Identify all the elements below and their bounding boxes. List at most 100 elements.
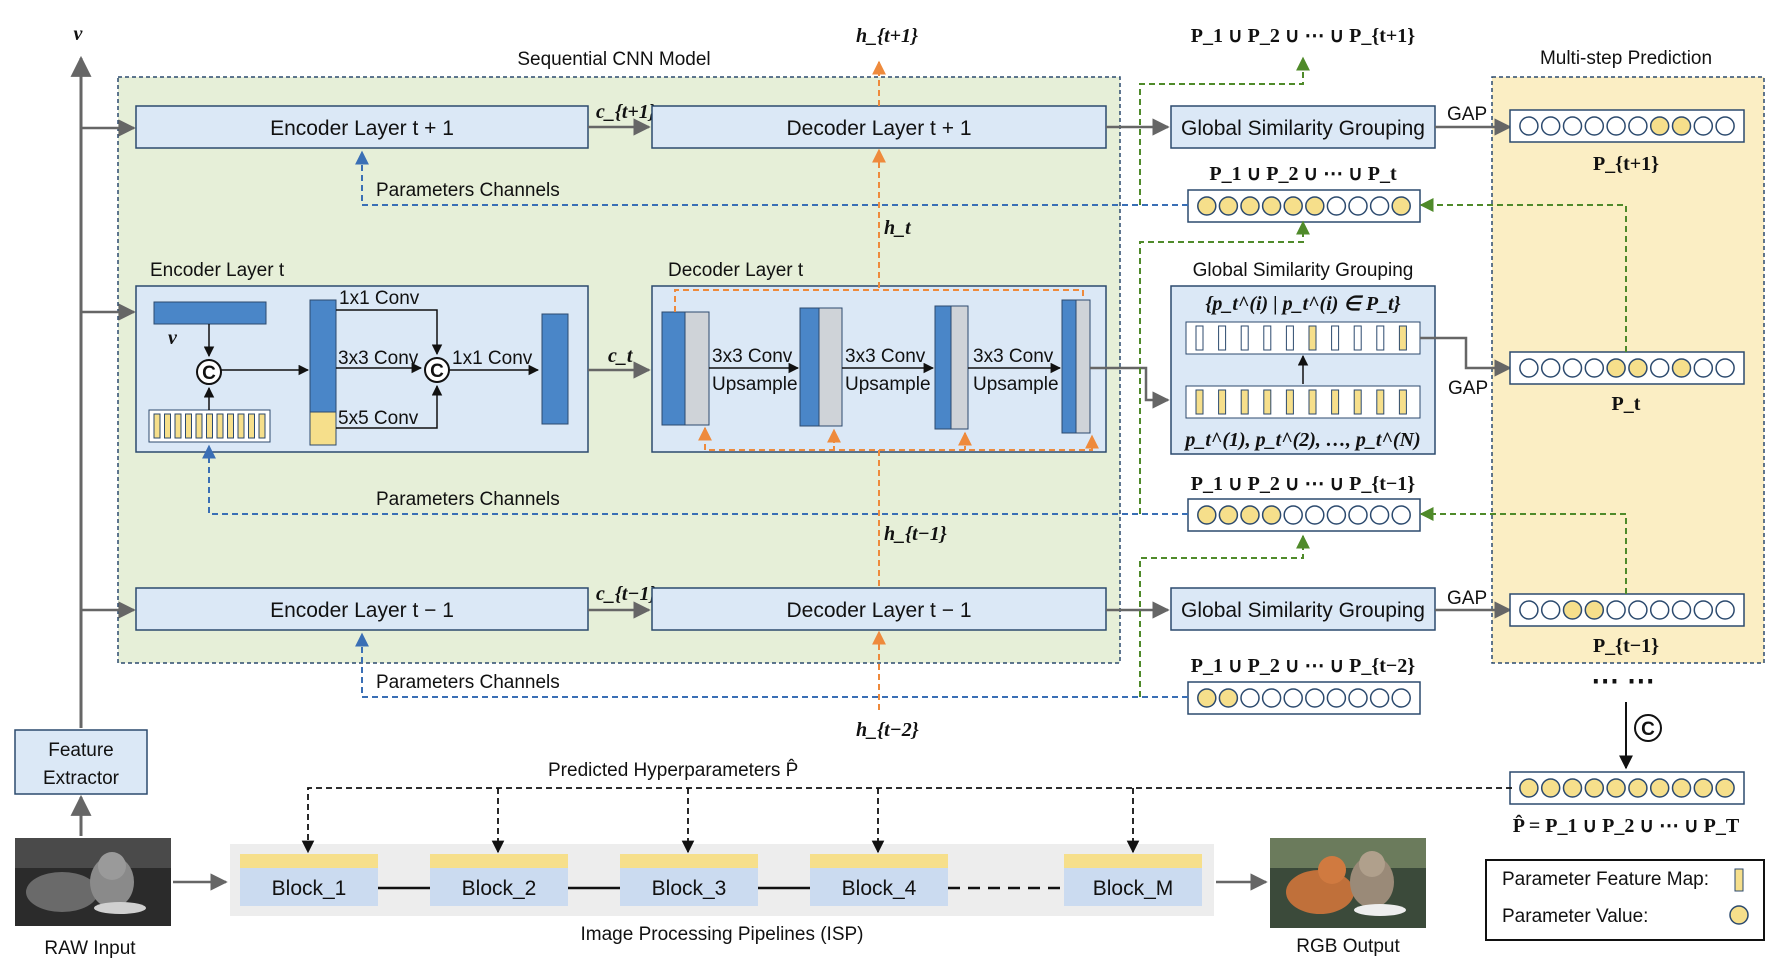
gsg-top (1170, 105, 1436, 149)
predicted-hyperparams: Predicted Hyperparameters P̂ (548, 759, 798, 781)
svg-text:P_1 ∪ P_2 ∪ ⋯ ∪ P_{t−2}: P_1 ∪ P_2 ∪ ⋯ ∪ P_{t−2} (1191, 655, 1416, 677)
param-value-dot (1519, 116, 1539, 136)
param-value-dot (1369, 505, 1390, 525)
param-value-dot (1649, 600, 1670, 620)
param-strip (1398, 389, 1407, 415)
param-value-dot (1693, 600, 1714, 620)
rgb-output-label: RGB Output (1296, 936, 1400, 957)
param-value-dot (1540, 778, 1561, 798)
continuation-dots: ⋯ ⋯ (1591, 665, 1655, 696)
param-strip (237, 413, 245, 439)
param-value-dot (1562, 600, 1583, 620)
param-value-dot (1606, 778, 1626, 798)
gap-label-2: GAP (1448, 378, 1488, 399)
param-value-dot (1584, 116, 1605, 136)
svg-text:Encoder Layer t + 1: Encoder Layer t + 1 (270, 117, 454, 140)
param-strip (1308, 389, 1317, 415)
param-value-dot (1584, 600, 1605, 620)
c-t1-label: c_{t+1} (596, 101, 656, 123)
concat-icon-3 (1634, 714, 1662, 742)
param-strip (1285, 389, 1294, 415)
svg-text:Global Similarity Grouping: Global Similarity Grouping (1181, 599, 1425, 622)
raw-input-image (15, 838, 171, 926)
param-value-dot (1261, 196, 1282, 216)
param-strip (1398, 325, 1407, 351)
p-tm1-row (1509, 593, 1745, 627)
svg-text:Upsample: Upsample (973, 374, 1059, 395)
hidden-state-flow (674, 60, 1099, 710)
param-value-dot (1540, 600, 1561, 620)
v-feature-bar (153, 301, 267, 325)
param-value-dot (1197, 196, 1217, 216)
encoder-layer-tm1 (135, 587, 589, 631)
svg-text:Parameter Feature Map:: Parameter Feature Map: (1502, 869, 1709, 890)
svg-text:Feature: Feature (48, 740, 113, 761)
svg-text:Decoder Layer t + 1: Decoder Layer t + 1 (786, 117, 971, 140)
param-value-dot (1218, 196, 1239, 216)
isp-block-m (1064, 854, 1202, 906)
param-value-dot (1519, 778, 1539, 798)
param-value-dot (1562, 116, 1583, 136)
svg-text:1x1 Conv: 1x1 Conv (452, 348, 533, 369)
svg-text:Upsample: Upsample (845, 374, 931, 395)
decoder-layer-t1 (651, 105, 1107, 149)
isp-block-3 (620, 854, 758, 906)
svg-text:Upsample: Upsample (712, 374, 798, 395)
svg-text:Decoder Layer t − 1: Decoder Layer t − 1 (786, 599, 971, 622)
param-value-dot (1606, 116, 1626, 136)
p-t1-row (1509, 109, 1745, 143)
param-value-dot (1261, 688, 1282, 708)
param-strip (164, 413, 171, 439)
param-strip (248, 413, 255, 439)
param-channels-2: Parameters Channels (376, 489, 560, 510)
value-legend-icon (1729, 905, 1749, 925)
svg-text:Block_2: Block_2 (462, 877, 537, 900)
param-value-dot (1240, 505, 1260, 525)
param-strip (1263, 325, 1272, 351)
feature-extractor (14, 729, 148, 795)
h-t-label: h_t (884, 217, 912, 239)
param-value-dot (1628, 358, 1648, 378)
param-strip (195, 413, 203, 439)
svg-text:Parameter Value:: Parameter Value: (1502, 906, 1648, 927)
param-value-dot (1519, 600, 1539, 620)
svg-text:P_{t+1}: P_{t+1} (1593, 153, 1659, 175)
param-strip (206, 413, 213, 439)
param-value-dot (1562, 778, 1583, 798)
feedback-flow (1139, 56, 1627, 697)
encoder-layer-t-title: Encoder Layer t (150, 260, 285, 281)
param-channels-3: Parameters Channels (376, 672, 560, 693)
param-value-dot (1671, 116, 1692, 136)
param-value-dot (1218, 688, 1239, 708)
param-strip (174, 413, 182, 439)
param-value-dot (1715, 116, 1735, 136)
param-value-dot (1283, 505, 1303, 525)
param-strip (216, 413, 224, 439)
param-value-dot (1671, 358, 1692, 378)
param-value-dot (1348, 505, 1368, 525)
param-value-dot (1693, 778, 1714, 798)
param-strip (1376, 325, 1385, 351)
param-value-dot (1369, 196, 1390, 216)
param-value-dot (1628, 116, 1648, 136)
param-value-dot (1305, 196, 1325, 216)
param-value-dot (1715, 600, 1735, 620)
param-value-dot (1540, 116, 1561, 136)
param-value-dot (1584, 358, 1605, 378)
gap-label-3: GAP (1447, 588, 1487, 609)
param-strip (1263, 389, 1272, 415)
union-tm1-row (1187, 498, 1421, 532)
svg-text:3x3 Conv: 3x3 Conv (712, 346, 793, 367)
svg-text:P_{t−1}: P_{t−1} (1593, 635, 1659, 657)
param-value-dot (1261, 505, 1282, 525)
param-value-dot (1240, 196, 1260, 216)
param-value-dot (1240, 688, 1260, 708)
param-value-dot (1391, 196, 1411, 216)
svg-text:Block_1: Block_1 (272, 877, 347, 900)
concat-icon-1 (196, 359, 222, 385)
param-strip (1331, 325, 1340, 351)
param-value-dot (1326, 505, 1347, 525)
c-t-label: c_t (608, 345, 634, 367)
isp-title: Image Processing Pipelines (ISP) (580, 924, 863, 945)
